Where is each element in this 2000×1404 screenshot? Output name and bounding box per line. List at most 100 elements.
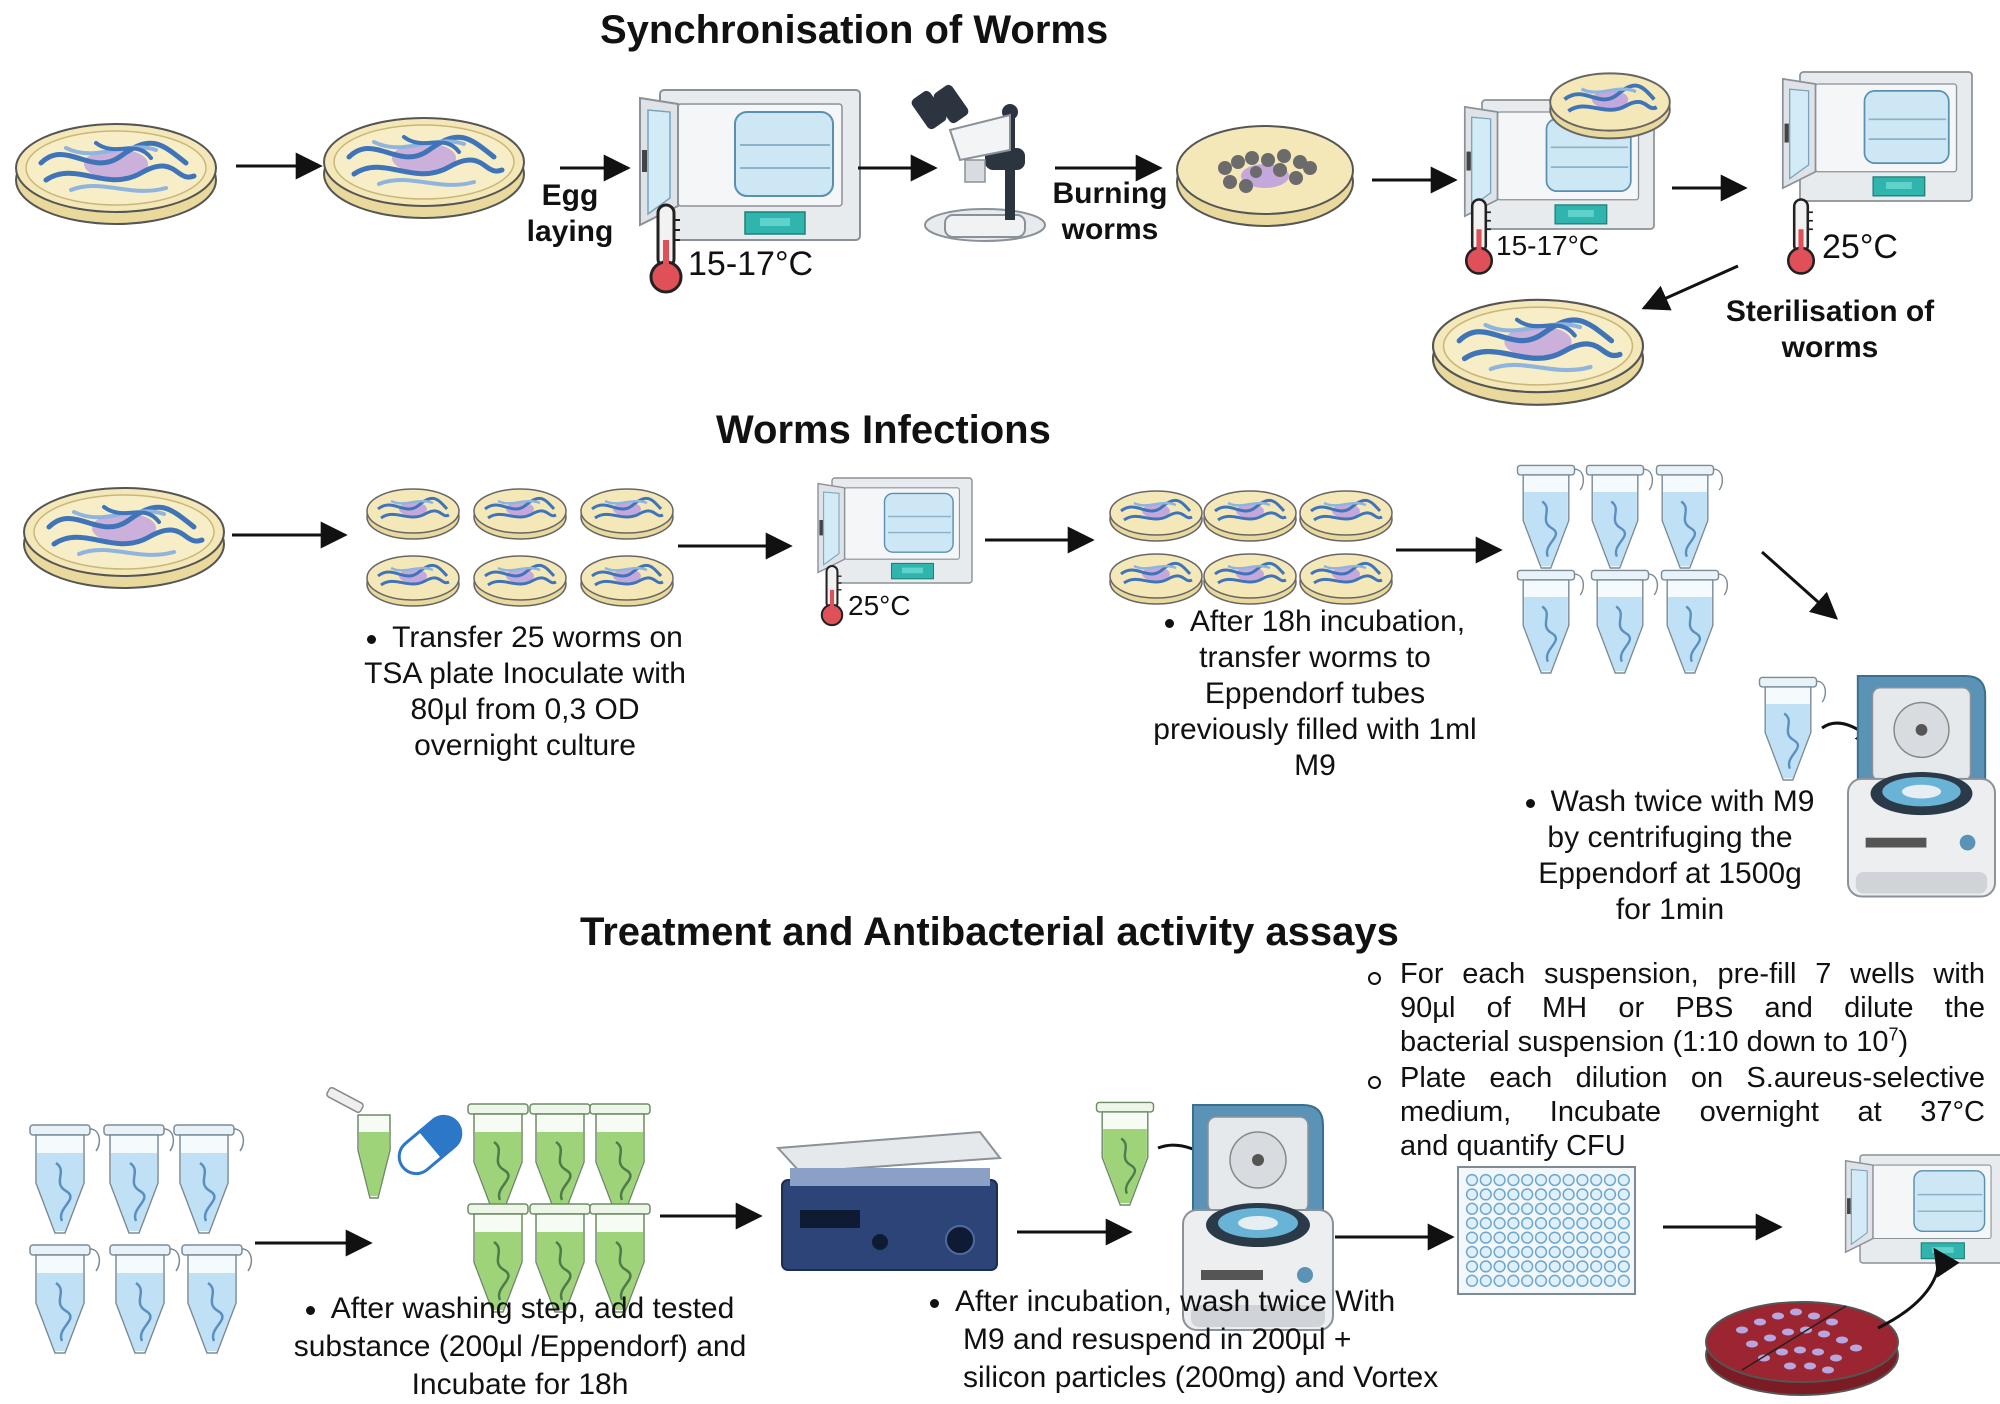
burned-petri bbox=[1176, 125, 1354, 227]
well bbox=[1576, 1231, 1589, 1244]
well bbox=[1576, 1274, 1589, 1287]
ring-bullet-1 bbox=[1368, 972, 1381, 985]
well bbox=[1534, 1202, 1548, 1215]
well bbox=[1576, 1260, 1589, 1273]
well bbox=[1465, 1245, 1479, 1259]
well bbox=[1507, 1231, 1520, 1244]
well bbox=[1534, 1274, 1548, 1287]
temp-label-3: 25°C bbox=[1822, 228, 1898, 266]
tube-single-1 bbox=[1758, 676, 1827, 782]
colony bbox=[1830, 1354, 1842, 1362]
well bbox=[1548, 1173, 1561, 1187]
well bbox=[1493, 1231, 1506, 1244]
well bbox=[1603, 1202, 1617, 1215]
well bbox=[1507, 1188, 1520, 1201]
well bbox=[1465, 1173, 1479, 1187]
thermometer-icon-3 bbox=[1786, 198, 1816, 275]
well bbox=[1465, 1260, 1479, 1273]
sync-petri-1 bbox=[16, 124, 216, 224]
petri-grid-1 bbox=[365, 487, 675, 608]
lifted-petri bbox=[1548, 71, 1672, 141]
well bbox=[1548, 1245, 1561, 1259]
well bbox=[1603, 1173, 1617, 1187]
incubator-4 bbox=[817, 477, 973, 584]
well bbox=[1507, 1173, 1520, 1187]
well bbox=[1493, 1245, 1506, 1259]
temp-label-4: 25°C bbox=[848, 590, 911, 621]
assay-1-line-1: For each suspension, pre-fill 7 wells wi… bbox=[1400, 958, 1985, 990]
well bbox=[1507, 1202, 1520, 1215]
well bbox=[1548, 1274, 1561, 1287]
well bbox=[1562, 1202, 1575, 1215]
well bbox=[1507, 1217, 1520, 1230]
well bbox=[1590, 1202, 1603, 1215]
colony bbox=[1794, 1346, 1806, 1354]
assay-2-line-1: Plate each dilution on S.aureus-selectiv… bbox=[1400, 1062, 1985, 1094]
well bbox=[1548, 1260, 1561, 1273]
well bbox=[1603, 1188, 1617, 1201]
colony bbox=[1808, 1312, 1820, 1320]
well bbox=[1617, 1245, 1630, 1259]
colony bbox=[1746, 1340, 1758, 1348]
well bbox=[1521, 1202, 1534, 1215]
ring-bullet-2 bbox=[1368, 1076, 1381, 1089]
well bbox=[1465, 1274, 1479, 1287]
well bbox=[1590, 1231, 1603, 1244]
well bbox=[1590, 1260, 1603, 1273]
well bbox=[1576, 1173, 1589, 1187]
well bbox=[1507, 1260, 1520, 1273]
well bbox=[1603, 1231, 1617, 1244]
well bbox=[1479, 1173, 1492, 1187]
well bbox=[1576, 1202, 1589, 1215]
well bbox=[1493, 1274, 1506, 1287]
well bbox=[1548, 1231, 1561, 1244]
well bbox=[1465, 1202, 1479, 1215]
well bbox=[1603, 1245, 1617, 1259]
temp-label-2: 15-17°C bbox=[1496, 230, 1600, 261]
well bbox=[1562, 1231, 1575, 1244]
tube-grid-2 bbox=[28, 1123, 253, 1355]
well bbox=[1562, 1274, 1575, 1287]
incubator-5 bbox=[1844, 1154, 2000, 1264]
well bbox=[1479, 1245, 1492, 1259]
well bbox=[1562, 1217, 1575, 1230]
well bbox=[1534, 1245, 1548, 1259]
well bbox=[1562, 1260, 1575, 1273]
well bbox=[1590, 1188, 1603, 1201]
well bbox=[1590, 1217, 1603, 1230]
well bbox=[1617, 1217, 1630, 1230]
well-plate bbox=[1457, 1166, 1636, 1295]
well bbox=[1603, 1217, 1617, 1230]
well bbox=[1617, 1173, 1630, 1187]
temp-label-1: 15-17°C bbox=[688, 245, 814, 283]
well bbox=[1603, 1274, 1617, 1287]
well bbox=[1465, 1231, 1479, 1244]
treatment-note-2: After incubation, wash twice With M9 and… bbox=[930, 1283, 1490, 1397]
well bbox=[1576, 1245, 1589, 1259]
colony bbox=[1804, 1362, 1816, 1370]
well bbox=[1534, 1260, 1548, 1273]
centrifuge-1 bbox=[1847, 675, 1996, 898]
well bbox=[1479, 1260, 1492, 1273]
open-green-tube bbox=[326, 1086, 391, 1199]
arrow-12 bbox=[1761, 550, 1839, 620]
well bbox=[1493, 1260, 1506, 1273]
vortex-mixer bbox=[775, 1130, 1002, 1271]
colony bbox=[1826, 1318, 1838, 1326]
colony bbox=[1850, 1344, 1862, 1352]
well bbox=[1617, 1188, 1630, 1201]
well bbox=[1617, 1231, 1630, 1244]
well bbox=[1507, 1245, 1520, 1259]
colony bbox=[1764, 1334, 1776, 1342]
curved-arrow-3 bbox=[1877, 1247, 1960, 1330]
well bbox=[1548, 1188, 1561, 1201]
assay-1-line-2: 90µl of MH or PBS and dilute the bbox=[1400, 992, 1985, 1024]
colony bbox=[1758, 1354, 1770, 1362]
infection-title: Worms Infections bbox=[716, 408, 1051, 452]
well bbox=[1479, 1231, 1492, 1244]
well bbox=[1603, 1260, 1617, 1273]
colony bbox=[1782, 1328, 1794, 1336]
